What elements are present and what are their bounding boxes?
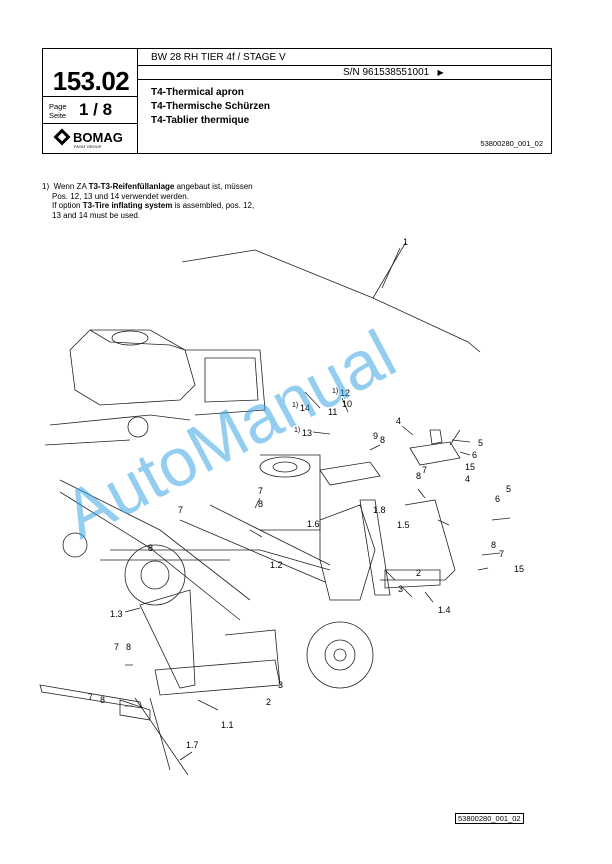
svg-text:7: 7 <box>178 505 183 515</box>
svg-text:8: 8 <box>148 543 153 553</box>
svg-text:5: 5 <box>506 484 511 494</box>
svg-text:15: 15 <box>465 462 475 472</box>
svg-text:8: 8 <box>416 471 421 481</box>
title-de: T4-Thermische Schürzen <box>151 101 270 112</box>
svg-text:2: 2 <box>266 697 271 707</box>
bomag-logo: BOMAG FAYAT GROUP <box>53 128 133 155</box>
svg-text:3: 3 <box>398 584 403 594</box>
svg-text:4: 4 <box>465 474 470 484</box>
svg-text:9: 9 <box>373 431 378 441</box>
svg-text:1.6: 1.6 <box>307 519 320 529</box>
svg-text:1.2: 1.2 <box>270 560 283 570</box>
page-of: 1 / 8 <box>79 100 113 119</box>
svg-text:7: 7 <box>114 642 119 652</box>
title-en: T4-Thermical apron <box>151 87 244 98</box>
svg-text:8: 8 <box>258 499 263 509</box>
svg-text:1.7: 1.7 <box>186 740 199 750</box>
svg-text:1.1: 1.1 <box>221 720 234 730</box>
svg-text:13: 13 <box>302 428 312 438</box>
svg-text:7: 7 <box>422 465 427 475</box>
svg-text:4: 4 <box>396 416 401 426</box>
svg-text:1: 1 <box>403 237 408 247</box>
svg-text:5: 5 <box>478 438 483 448</box>
footer-reference: 53800280_001_02 <box>455 813 524 824</box>
svg-text:1.5: 1.5 <box>397 520 410 530</box>
svg-text:1.4: 1.4 <box>438 605 451 615</box>
svg-text:BOMAG: BOMAG <box>73 130 123 145</box>
svg-text:11: 11 <box>328 407 337 417</box>
svg-text:8: 8 <box>491 540 496 550</box>
svg-text:12: 12 <box>340 388 350 398</box>
svg-text:1): 1) <box>332 388 338 395</box>
svg-text:8: 8 <box>100 695 105 705</box>
serial-number: S/N 961538551001 ▶ <box>343 67 444 78</box>
svg-text:7: 7 <box>499 549 504 559</box>
svg-text:8: 8 <box>126 642 131 652</box>
model-name: BW 28 RH TIER 4f / STAGE V <box>151 52 286 63</box>
watermark: AutoManual <box>60 316 407 553</box>
svg-text:15: 15 <box>514 564 524 574</box>
svg-text:7: 7 <box>258 486 263 496</box>
header-block: BW 28 RH TIER 4f / STAGE V S/N 961538551… <box>42 48 552 154</box>
svg-text:7: 7 <box>88 692 93 702</box>
svg-text:FAYAT GROUP: FAYAT GROUP <box>74 144 102 149</box>
svg-text:1.8: 1.8 <box>373 505 386 515</box>
svg-text:14: 14 <box>300 403 310 413</box>
svg-text:1.3: 1.3 <box>110 609 123 619</box>
svg-text:10: 10 <box>342 399 352 409</box>
title-fr: T4-Tablier thermique <box>151 115 250 126</box>
svg-text:1): 1) <box>292 402 298 409</box>
svg-text:2: 2 <box>416 568 421 578</box>
svg-text:AutoManual: AutoManual <box>60 316 407 553</box>
svg-text:6: 6 <box>495 494 500 504</box>
page-number: 153.02 <box>52 66 130 96</box>
svg-text:3: 3 <box>278 680 283 690</box>
svg-text:1): 1) <box>294 427 300 434</box>
svg-text:8: 8 <box>380 435 385 445</box>
doc-reference: 53800280_001_02 <box>480 139 543 148</box>
svg-text:6: 6 <box>472 450 477 460</box>
assembly-note: 1) Wenn ZA T3-T3-Reifenfüllanlage angeba… <box>42 182 255 220</box>
